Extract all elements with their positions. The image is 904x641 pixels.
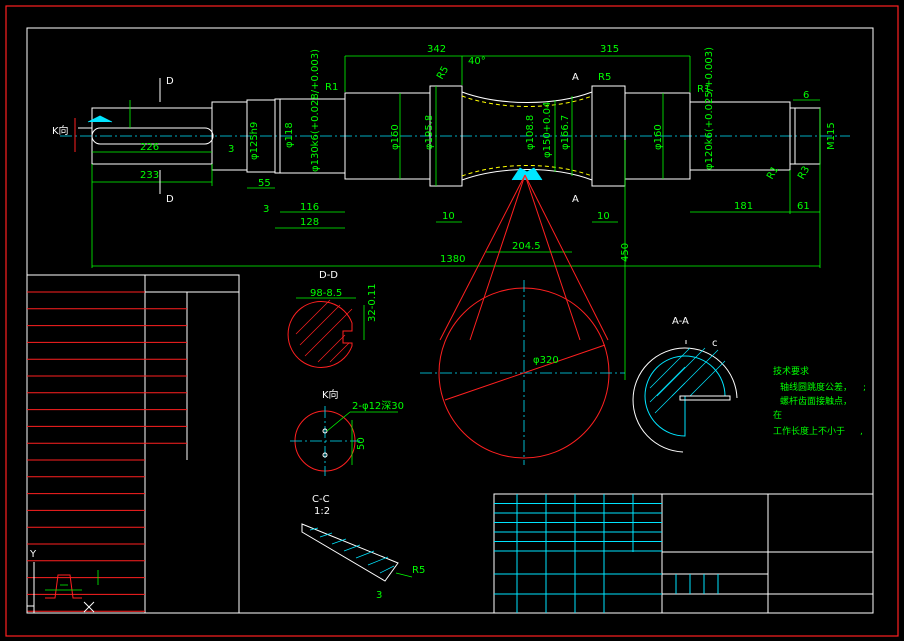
- dim-61: 61: [797, 201, 810, 212]
- dia-108-8: φ108.8: [525, 115, 536, 150]
- dim-angle-40: 40°: [468, 56, 486, 67]
- dim-181: 181: [734, 201, 753, 212]
- dim-204-5: 204.5: [512, 241, 541, 252]
- dia-320: φ320: [533, 355, 559, 366]
- radius-r5-b: R5: [598, 72, 611, 83]
- dia-160-left: φ160: [390, 124, 401, 150]
- main-shaft-view: 342 315 40° 226 233 55 3 116 128 10 10 2…: [52, 44, 850, 380]
- view-k-spacing: 50: [356, 437, 367, 450]
- section-dd-title: D-D: [319, 270, 338, 281]
- view-k-title: K向: [322, 388, 339, 401]
- dia-125h9: φ125h9: [249, 122, 260, 160]
- section-aa-title: A-A: [672, 316, 689, 327]
- dim-116: 116: [300, 202, 319, 213]
- radius-r1-a: R1: [325, 82, 338, 93]
- thread-m115: M115: [826, 122, 837, 150]
- tech-req-line-4: 工作长度上不小于: [773, 425, 845, 437]
- dim-10-right: 10: [597, 211, 610, 222]
- radius-r1-b: R1: [697, 84, 710, 95]
- section-cc-scale: 1:2: [314, 506, 330, 517]
- section-mark-a-bottom: A: [572, 194, 579, 205]
- tech-req-line-2: 螺杆齿面接触点，: [780, 395, 852, 407]
- section-cc: C-C 1:2 R5 3: [301, 494, 425, 601]
- dim-226: 226: [140, 142, 159, 153]
- technical-requirements: 技术要求 轴线圆跳度公差， 螺杆齿面接触点， 在 工作长度上不小于 ; ,: [773, 365, 866, 437]
- view-k-holes: 2-φ12深30: [352, 400, 404, 412]
- dia-118: φ118: [284, 122, 295, 148]
- ucs-axis-y: Y: [29, 549, 37, 560]
- parts-list-table: [26, 274, 240, 614]
- dd-width-dim: 98-8.5: [310, 288, 342, 299]
- dia-130k6: φ130k6(+0.028/+0.003): [310, 49, 321, 172]
- section-dd: D-D 98-8.5 32-0.11: [287, 270, 378, 368]
- title-block: [493, 493, 874, 614]
- cc-radius: R5: [412, 565, 425, 576]
- tech-req-mark-1: ;: [863, 383, 866, 393]
- radius-r1-c: R1: [765, 164, 781, 181]
- tech-req-title: 技术要求: [773, 365, 809, 377]
- worm-circle-construction: φ320: [420, 174, 625, 465]
- radius-r5-a: R5: [435, 64, 451, 81]
- dia-150: φ150+0.04: [542, 102, 553, 158]
- tech-req-mark-2: ,: [860, 427, 863, 437]
- dia-120k6: φ120k6(+0.025/+0.003): [704, 47, 715, 170]
- section-aa: A-A c: [632, 316, 738, 453]
- dim-6: 6: [803, 90, 809, 101]
- dim-10-left: 10: [442, 211, 455, 222]
- section-mark-d-bottom: D: [166, 194, 174, 205]
- dim-3: 3: [263, 204, 269, 215]
- section-mark-d-top: D: [166, 76, 174, 87]
- cc-dim-3: 3: [376, 590, 382, 601]
- dim-55: 55: [258, 178, 271, 189]
- radius-r3: R3: [796, 164, 812, 181]
- dim-450: 450: [620, 243, 631, 262]
- dim-233: 233: [140, 170, 159, 181]
- tech-req-line-3: 在: [773, 409, 782, 421]
- sheet-outer-frame: [5, 5, 899, 637]
- dim-3-key: 3: [228, 144, 234, 155]
- dia-166-7: φ166.7: [560, 115, 571, 150]
- section-mark-a-top: A: [572, 72, 579, 83]
- ucs-icon: Y: [26, 549, 99, 614]
- dim-315: 315: [600, 44, 619, 55]
- dia-195-8: φ195.8: [424, 115, 435, 150]
- dim-342: 342: [427, 44, 446, 55]
- view-marker-k: K向: [52, 124, 69, 137]
- dd-depth-dim: 32-0.11: [367, 283, 378, 322]
- section-cc-title: C-C: [312, 494, 330, 505]
- dim-1380: 1380: [440, 254, 465, 265]
- view-k: K向 2-φ12深30 50: [290, 388, 404, 476]
- section-aa-mark-c: c: [712, 338, 718, 349]
- dia-160-right: φ160: [653, 124, 664, 150]
- dim-128: 128: [300, 217, 319, 228]
- tech-req-line-1: 轴线圆跳度公差，: [780, 381, 852, 393]
